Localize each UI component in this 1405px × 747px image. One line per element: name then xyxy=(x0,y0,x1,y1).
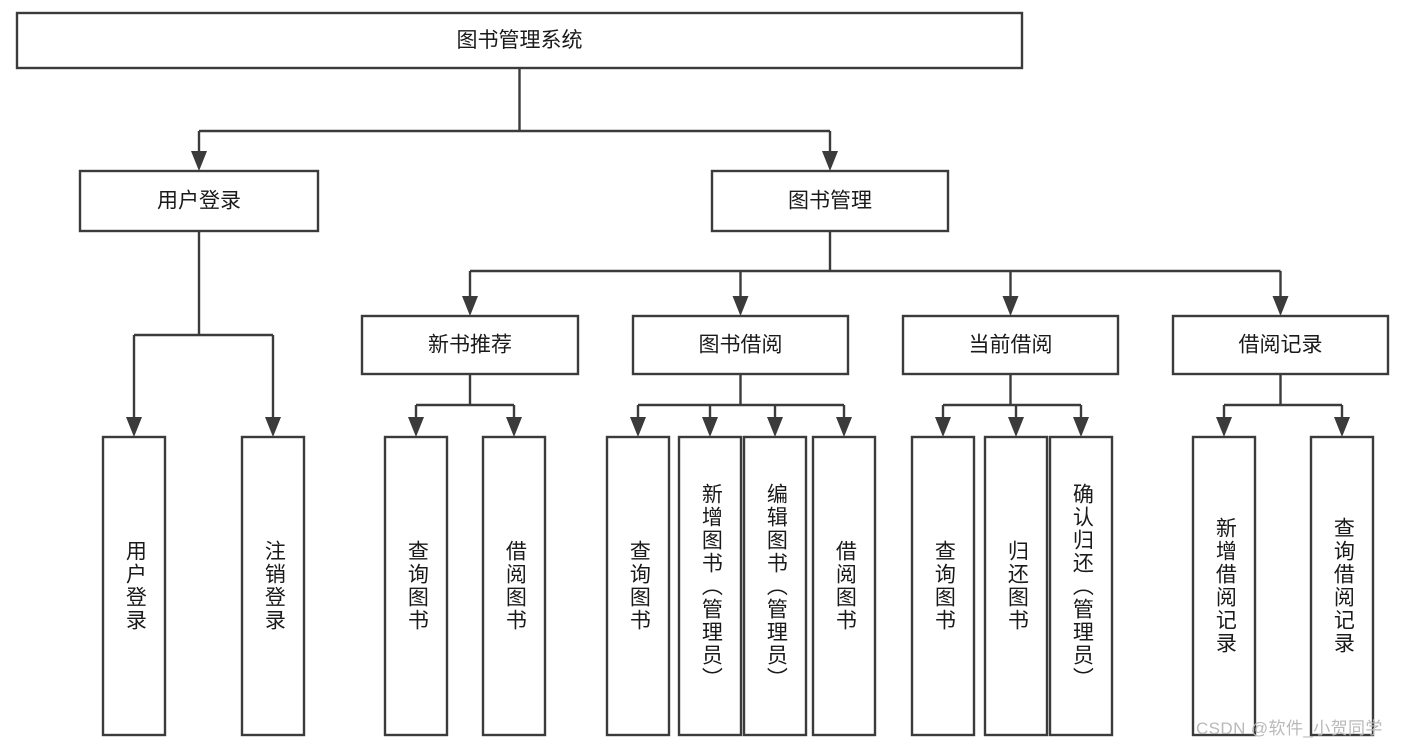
arrow-head-icon xyxy=(732,296,749,316)
node-label-l1-1: 图书管理 xyxy=(788,190,872,213)
node-box-leaf-9[interactable] xyxy=(983,435,1049,737)
node-box-l2-0[interactable] xyxy=(360,314,580,376)
node-box-leaf-8[interactable] xyxy=(910,435,976,737)
node-box-leaf-1[interactable] xyxy=(240,435,306,737)
node-box-leaf-4[interactable] xyxy=(605,435,671,737)
arrow-head-icon xyxy=(462,296,478,316)
node-box-l2-3[interactable] xyxy=(1171,314,1390,376)
node-label-l2-3: 借阅记录 xyxy=(1239,334,1323,357)
watermark-text: CSDN @软件_小贺同学 xyxy=(1196,719,1383,738)
arrow-head-icon xyxy=(408,417,424,437)
node-label-l1-0: 用户登录 xyxy=(157,190,241,213)
arrow-head-icon xyxy=(1216,417,1232,437)
arrow-head-icon xyxy=(767,417,783,437)
node-box-leaf-12[interactable] xyxy=(1309,435,1375,737)
arrow-head-icon xyxy=(1002,296,1019,316)
node-box-l1-1[interactable] xyxy=(710,169,950,233)
node-label-l2-1: 图书借阅 xyxy=(699,334,783,357)
arrow-head-icon xyxy=(702,417,718,437)
node-box-root-0[interactable] xyxy=(15,11,1024,70)
arrow-head-icon xyxy=(1073,417,1089,437)
node-label-l2-2: 当前借阅 xyxy=(969,334,1053,357)
node-box-leaf-10[interactable] xyxy=(1048,435,1114,737)
node-box-layer xyxy=(15,11,1390,737)
arrow-head-icon xyxy=(506,417,522,437)
arrow-head-icon xyxy=(836,417,852,437)
arrow-head-icon xyxy=(265,417,281,437)
node-box-leaf-5[interactable] xyxy=(677,435,743,737)
node-box-l1-0[interactable] xyxy=(78,169,320,233)
node-box-leaf-0[interactable] xyxy=(101,435,167,737)
arrow-head-icon xyxy=(822,151,838,171)
arrow-head-icon xyxy=(191,151,207,171)
arrow-head-icon xyxy=(1008,417,1024,437)
arrow-head-icon xyxy=(1272,296,1289,316)
node-box-leaf-2[interactable] xyxy=(383,435,449,737)
node-box-leaf-7[interactable] xyxy=(811,435,877,737)
node-box-leaf-11[interactable] xyxy=(1191,435,1257,737)
arrow-head-icon xyxy=(935,417,951,437)
node-box-leaf-3[interactable] xyxy=(481,435,547,737)
arrow-head-icon xyxy=(630,417,646,437)
node-label-root-0: 图书管理系统 xyxy=(457,29,583,52)
connector-layer xyxy=(126,68,1350,437)
node-label-l2-0: 新书推荐 xyxy=(428,334,512,357)
arrow-head-icon xyxy=(126,417,142,437)
node-box-l2-2[interactable] xyxy=(901,314,1120,376)
node-box-l2-1[interactable] xyxy=(631,314,850,376)
arrow-head-icon xyxy=(1334,417,1350,437)
node-box-leaf-6[interactable] xyxy=(742,435,808,737)
